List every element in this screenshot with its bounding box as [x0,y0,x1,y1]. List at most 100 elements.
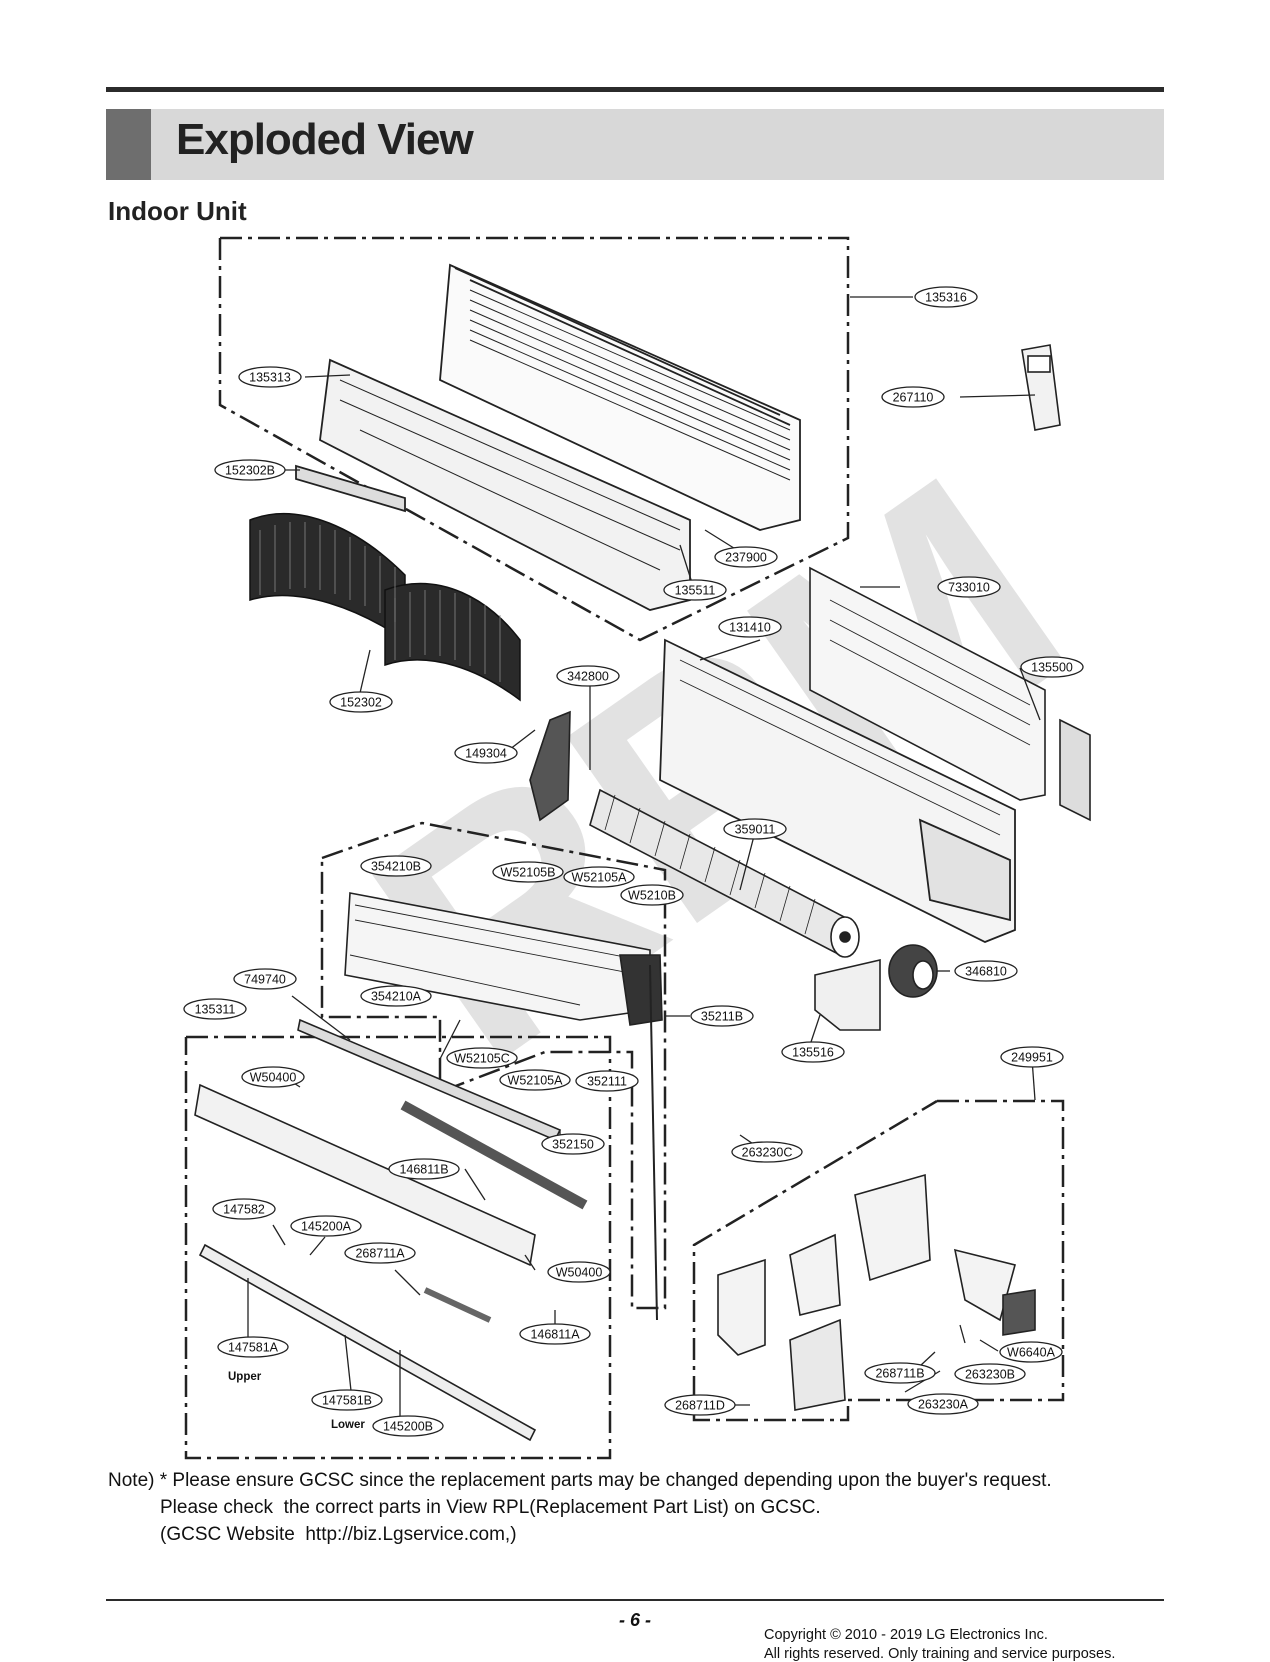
part-label-oval [311,1389,383,1411]
part-label: W52105C [446,1047,518,1069]
evaporator-drawing [344,892,663,1321]
part-label-oval [907,1393,979,1415]
part-label-oval [714,546,778,568]
part-label: W5210B [620,884,684,906]
part-label-oval [718,616,782,638]
section-subtitle: Indoor Unit [108,196,247,226]
part-number: 268711A [355,1247,405,1261]
part-label-oval [360,855,432,877]
part-number: 263230C [742,1146,793,1160]
part-label-oval [217,1336,289,1358]
front-grille-drawing [295,263,801,611]
part-label-oval [731,1141,803,1163]
part-number: 152302B [225,464,275,478]
part-label-oval [360,985,432,1007]
group-boundaries [184,236,1065,1460]
front-panel-group-outline [218,236,850,642]
part-label: 352111 [575,1070,639,1092]
part-label: 342800 [556,665,620,687]
part-label-oval [781,1041,845,1063]
discharge-assembly-drawing [194,1018,588,1442]
part-number: 149304 [465,747,507,761]
part-label-oval [954,960,1018,982]
part-label: 149304 [454,742,518,764]
vane-group-outline [184,1035,612,1460]
part-label: W6640A [999,1341,1063,1363]
part-label: 135511 [663,579,727,601]
part-number: 342800 [567,670,609,684]
part-label: 135500 [1020,656,1084,678]
part-label-oval [499,1069,571,1091]
header-rule [106,87,1164,92]
part-number: 135316 [925,291,967,305]
part-label: 733010 [937,576,1001,598]
part-number: 35211B [701,1010,743,1024]
caption-lower: Lower [331,1419,365,1431]
part-number: 145200B [383,1420,433,1434]
part-label: 35211B [690,1005,754,1027]
part-number: 733010 [948,581,990,595]
part-number: 359011 [735,823,776,837]
remote-control-drawing [1021,344,1061,431]
part-label: 346810 [954,960,1018,982]
part-label: 135316 [914,286,978,308]
part-number: W52105B [501,866,556,880]
part-label-oval [723,818,787,840]
part-label: 147582 [212,1198,276,1220]
cross-flow-fan-drawing [589,788,860,958]
part-label: 135516 [781,1041,845,1063]
part-number: 749740 [244,973,286,987]
evaporator-group-outline [320,821,667,1310]
part-number: 147582 [223,1203,265,1217]
caption-upper: Upper [228,1371,262,1383]
control-box-group-outline [692,1099,1065,1422]
part-label: 146811A [519,1323,591,1345]
part-label-oval [864,1362,936,1384]
part-label-oval [212,1198,276,1220]
part-label: 352150 [541,1133,605,1155]
part-label: 145200A [290,1215,362,1237]
fan-motor-drawing [814,944,938,1031]
part-label-oval [954,1363,1026,1385]
part-label-oval [547,1261,611,1283]
part-label: W52105B [492,861,564,883]
part-label: 359011 [723,818,787,840]
part-label: W52105A [499,1069,571,1091]
part-label-oval [999,1341,1063,1363]
part-label-oval [556,665,620,687]
part-label-oval [1020,656,1084,678]
part-number: 237900 [725,551,767,565]
part-label: W52105A [563,866,635,888]
part-number: 346810 [965,965,1007,979]
part-number: W50400 [250,1071,297,1085]
part-label-oval [937,576,1001,598]
part-number: 146811A [530,1328,580,1342]
part-label: 135311 [183,998,247,1020]
part-label: 147581B [311,1389,383,1411]
part-label: 147581A [217,1336,289,1358]
part-number: W52105C [454,1052,510,1066]
part-number: 146811B [399,1163,448,1177]
part-label: 263230C [731,1141,803,1163]
part-label-oval [519,1323,591,1345]
part-label: 749740 [233,968,297,990]
part-label-oval [575,1070,639,1092]
part-label: 263230B [954,1363,1026,1385]
part-label: 131410 [718,616,782,638]
installation-plate-drawing [809,566,1091,822]
part-number: 354210B [371,860,421,874]
part-number: 152302 [340,696,382,710]
part-number: 263230A [918,1398,969,1412]
part-label-oval [372,1415,444,1437]
part-number: 131410 [729,621,771,635]
part-label-oval [388,1158,460,1180]
part-label-oval [664,1394,736,1416]
part-label-oval [914,286,978,308]
page-number: - 6 - [619,1610,652,1630]
part-label-oval [563,866,635,888]
part-label: 268711D [664,1394,736,1416]
air-filters-drawing [249,512,521,702]
part-label-oval [290,1215,362,1237]
part-label-oval [620,884,684,906]
